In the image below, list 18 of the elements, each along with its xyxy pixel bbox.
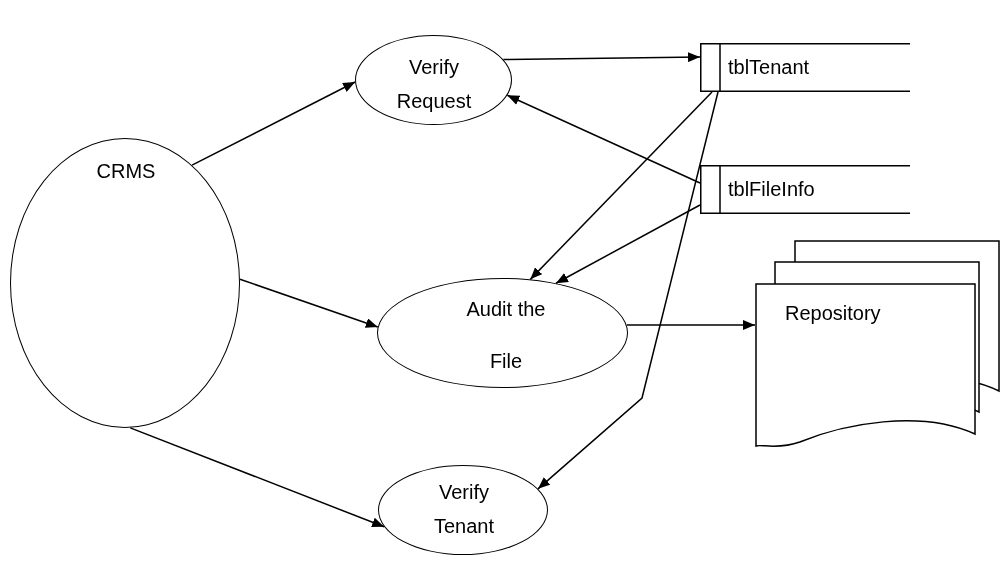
arrow bbox=[555, 204, 701, 284]
node-label: tblFileInfo bbox=[728, 177, 816, 202]
node-label: tblTenant bbox=[728, 55, 811, 80]
data-store bbox=[700, 43, 910, 92]
node-label: Verify Request bbox=[395, 55, 473, 114]
arrow bbox=[129, 427, 385, 528]
node-label: Verify Tenant bbox=[432, 480, 496, 539]
arrow bbox=[537, 91, 719, 490]
data-store bbox=[700, 165, 910, 214]
arrow bbox=[191, 81, 356, 166]
arrow bbox=[239, 278, 379, 328]
arrow bbox=[625, 320, 756, 330]
arrow bbox=[502, 52, 701, 63]
node-label: Audit the File bbox=[465, 297, 547, 374]
node-label: CRMS bbox=[95, 159, 157, 184]
arrow bbox=[529, 91, 713, 281]
node-label: Repository bbox=[785, 301, 882, 326]
arrow bbox=[506, 94, 701, 184]
